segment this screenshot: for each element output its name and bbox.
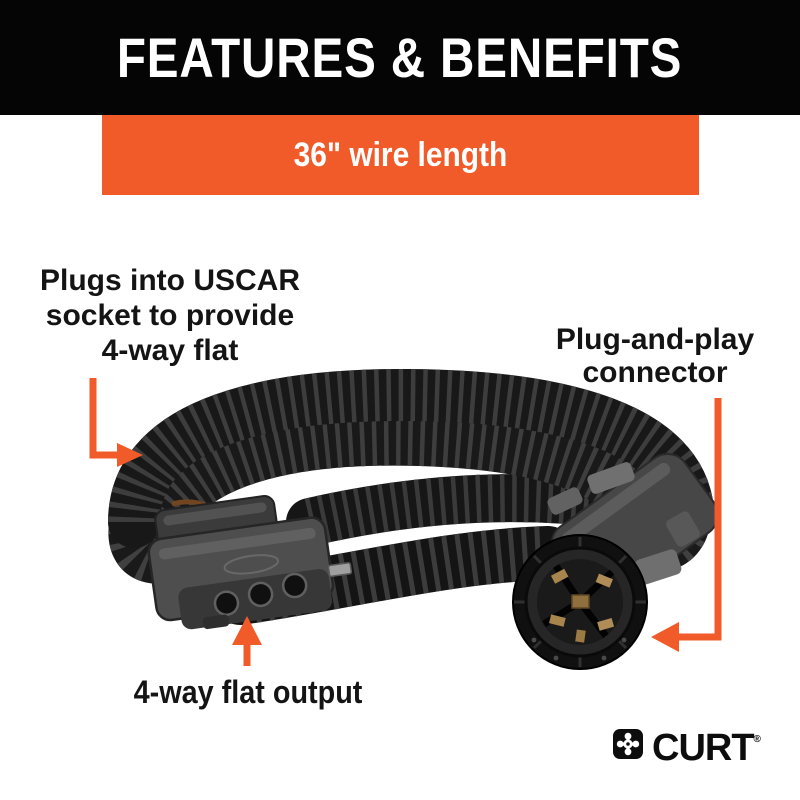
page-title: FEATURES & BENEFITS (117, 26, 683, 89)
brand-wordmark: CURT® (652, 725, 761, 767)
registered-mark: ® (753, 734, 761, 745)
brand-name: CURT (652, 727, 755, 769)
arrow-uscar-socket (89, 378, 143, 467)
callout-uscar-socket: Plugs into USCAR socket to provide 4-way… (20, 263, 320, 368)
four-way-flat-connector (147, 494, 353, 630)
callout-output-line1: 4-way flat output (133, 674, 363, 710)
callout-flat-output: 4-way flat output (115, 674, 381, 710)
brand-logo: CURT® (613, 725, 761, 767)
feature-banner: 36" wire length (102, 115, 699, 195)
callout-uscar-line2: socket to provide (45, 299, 295, 332)
feature-banner-label: 36" wire length (293, 135, 508, 174)
callout-uscar-line1: Plugs into USCAR (40, 264, 300, 297)
curt-flower-mark-icon (613, 729, 643, 759)
metal-pin (327, 562, 353, 578)
callout-uscar-line3: 4-way flat (101, 334, 239, 367)
callout-connector-line1: Plug-and-play (555, 323, 755, 356)
callout-connector-line2: connector (582, 356, 728, 389)
callout-plug-and-play: Plug-and-play connector (535, 323, 775, 389)
brass-terminals (548, 568, 615, 643)
arrow-flat-output (232, 616, 262, 666)
seven-way-round-connector (512, 452, 719, 670)
header-banner: FEATURES & BENEFITS (0, 0, 800, 115)
arrow-plug-and-play (651, 398, 722, 652)
